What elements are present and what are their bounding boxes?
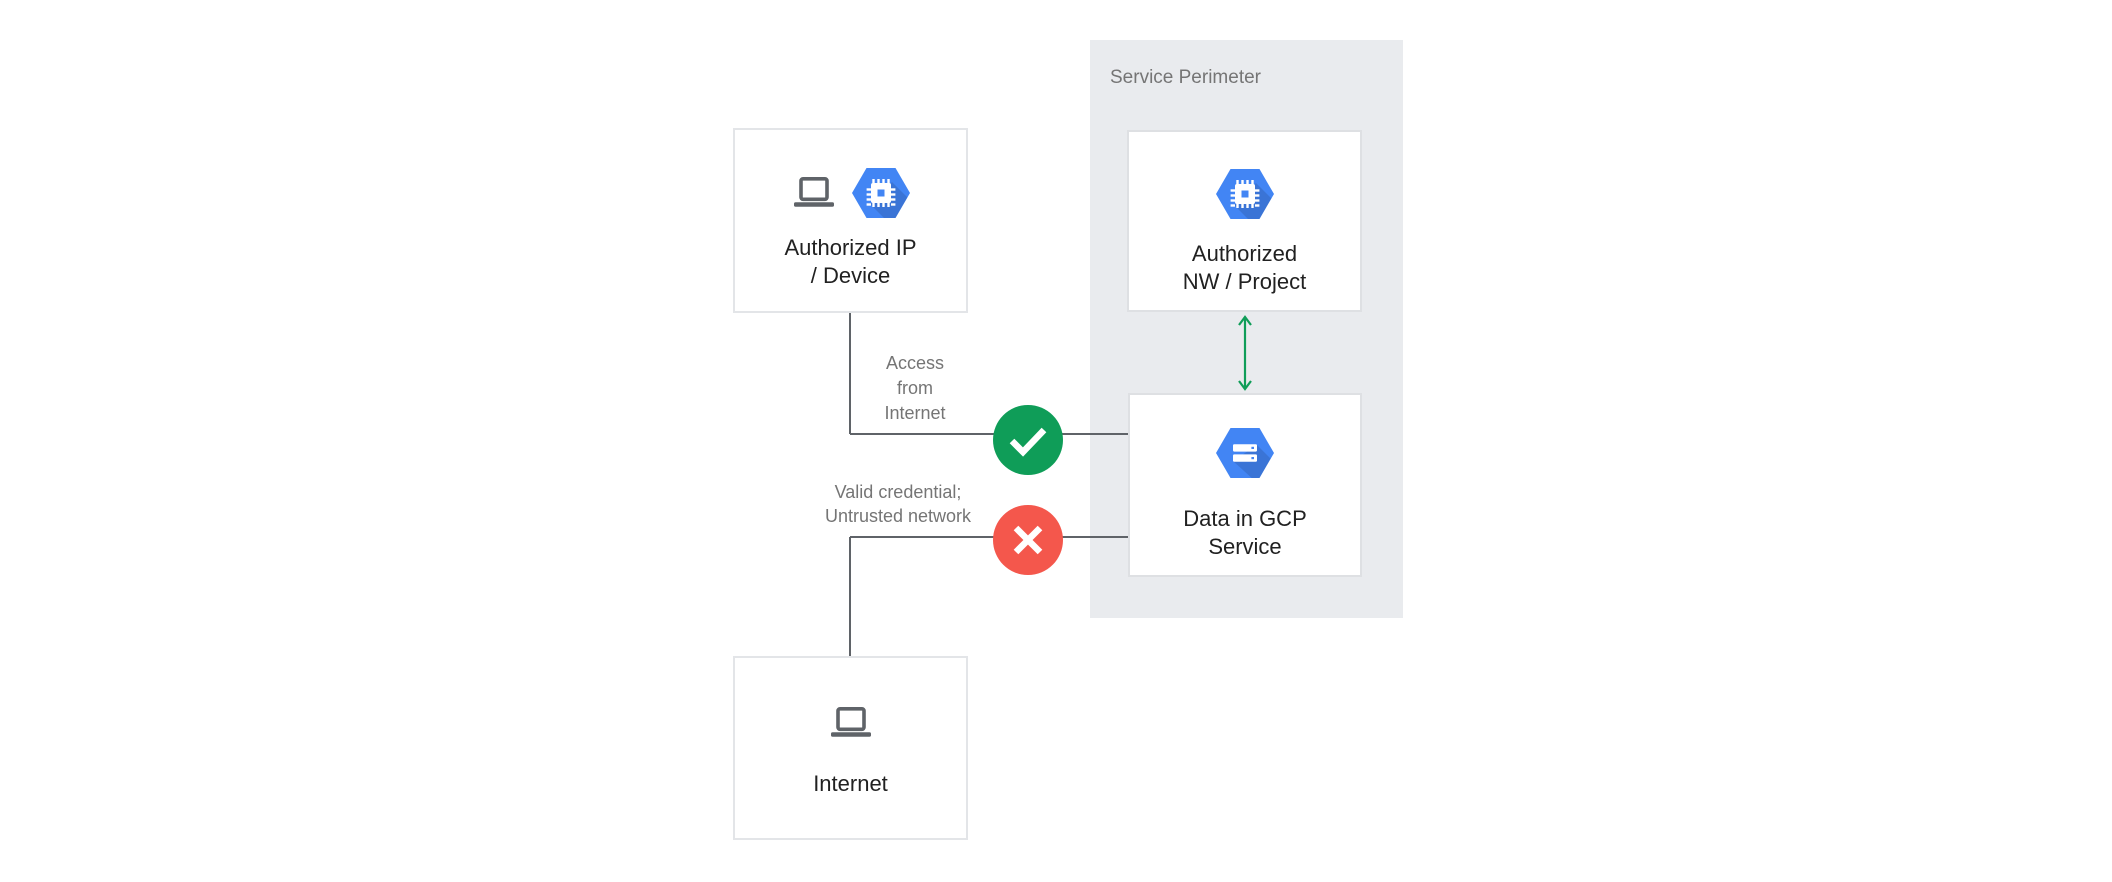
- node-icon-row: [735, 707, 966, 739]
- node-label-line: Internet: [813, 771, 888, 796]
- check-icon: [1009, 427, 1047, 457]
- connector-authorized-device-down: [849, 313, 851, 434]
- node-label-line: Service: [1208, 534, 1282, 559]
- edge-label-line: Valid credential;: [834, 482, 962, 502]
- service-perimeter-label: Service Perimeter: [1110, 67, 1261, 88]
- double-arrow-icon: [1238, 315, 1252, 391]
- node-label-line: Authorized IP: [784, 235, 917, 260]
- cloud-storage-hexagon-icon: [1216, 428, 1274, 478]
- laptop-icon: [828, 707, 873, 739]
- edge-label-line: Untrusted network: [824, 506, 972, 526]
- node-label: Authorized NW / Project: [1129, 240, 1360, 296]
- node-icon-row: [1129, 169, 1360, 219]
- edge-label-access-from-internet: Access from Internet: [845, 351, 985, 426]
- node-label: Data in GCP Service: [1130, 505, 1360, 561]
- node-label-line: Data in GCP: [1183, 506, 1307, 531]
- denied-status-badge: [993, 505, 1063, 575]
- edge-label-line: Internet: [884, 403, 946, 423]
- node-internet: Internet: [733, 656, 968, 840]
- node-label-line: NW / Project: [1182, 269, 1307, 294]
- edge-label-valid-credential-untrusted: Valid credential; Untrusted network: [788, 480, 1008, 528]
- connector-allowed-access-line: [850, 433, 1129, 435]
- node-label-line: / Device: [810, 263, 891, 288]
- node-icon-row: [735, 168, 966, 218]
- allowed-status-badge: [993, 405, 1063, 475]
- connector-denied-access-line: [850, 536, 1129, 538]
- laptop-icon: [791, 177, 836, 209]
- node-label: Authorized IP / Device: [735, 234, 966, 290]
- edge-label-line: from: [897, 378, 933, 398]
- node-data-in-gcp-service: Data in GCP Service: [1128, 393, 1362, 577]
- node-icon-row: [1130, 428, 1360, 478]
- compute-engine-hexagon-icon: [1216, 169, 1274, 219]
- edge-label-line: Access: [885, 353, 945, 373]
- node-authorized-nw-project: Authorized NW / Project: [1127, 130, 1362, 312]
- node-authorized-ip-device: Authorized IP / Device: [733, 128, 968, 313]
- node-label: Internet: [735, 770, 966, 798]
- x-icon: [1013, 525, 1043, 555]
- compute-engine-hexagon-icon: [852, 168, 910, 218]
- node-label-line: Authorized: [1191, 241, 1298, 266]
- connector-internet-up: [849, 537, 851, 657]
